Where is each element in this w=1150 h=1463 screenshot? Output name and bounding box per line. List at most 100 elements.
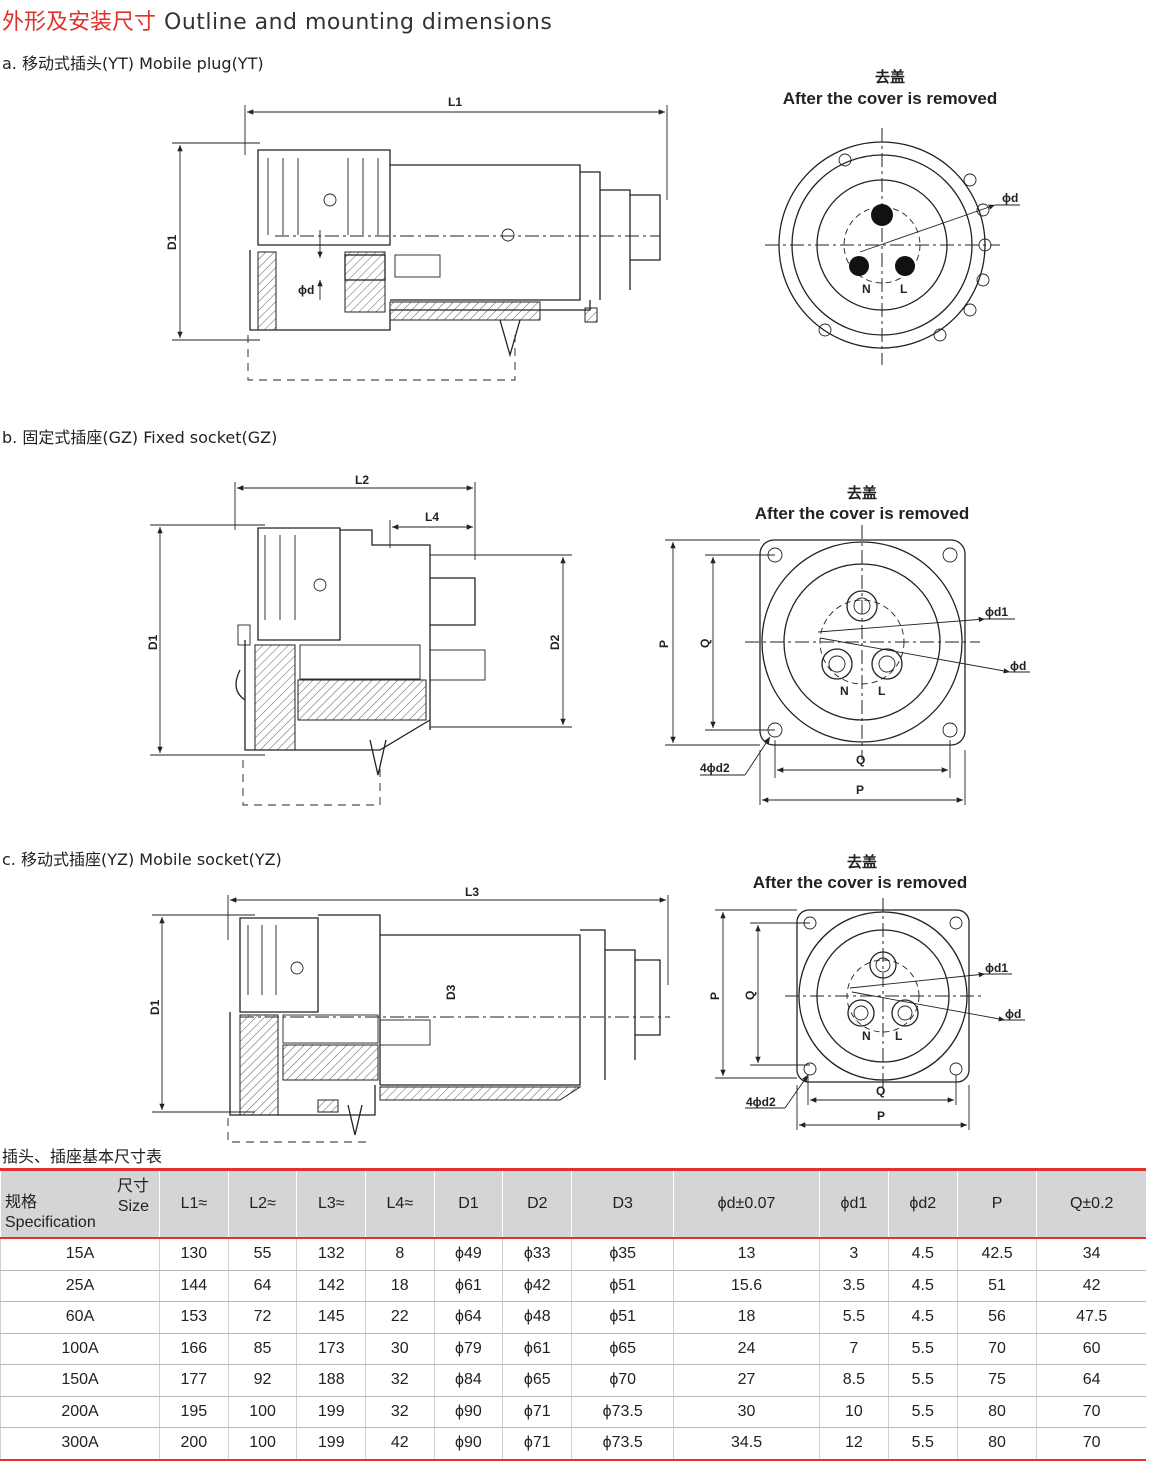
value-cell: ϕ90	[433, 1396, 503, 1428]
value-cell: 153	[159, 1301, 229, 1334]
value-cell: 34	[1036, 1238, 1146, 1271]
value-cell: 47.5	[1036, 1301, 1146, 1334]
corner-en-bottom: Specification	[5, 1214, 96, 1231]
value-cell: 100	[227, 1396, 297, 1428]
value-cell: ϕ33	[502, 1238, 572, 1271]
value-cell: 4.5	[887, 1238, 958, 1271]
corner-cn-bottom: 规格	[5, 1194, 38, 1211]
col-header: ϕd±0.07	[673, 1168, 820, 1239]
plug-side-view: L1 D1 ϕd	[165, 95, 668, 381]
value-cell: 75	[956, 1364, 1037, 1397]
dim-phi-d-b: ϕd	[1010, 659, 1026, 673]
value-cell: 3	[818, 1238, 889, 1271]
value-cell: ϕ71	[502, 1396, 572, 1428]
technical-drawings: L1 D1 ϕd 去盖 After the cover is removed	[146, 68, 1030, 1143]
pin-L-a: L	[900, 282, 907, 296]
value-cell: 80	[956, 1427, 1037, 1461]
value-cell: 130	[159, 1238, 229, 1271]
pin-L-c: L	[895, 1029, 902, 1043]
dim-phi-d1-b: ϕd1	[985, 605, 1008, 619]
value-cell: 8.5	[818, 1364, 889, 1397]
value-cell: ϕ61	[433, 1270, 503, 1302]
value-cell: 8	[365, 1238, 434, 1271]
value-cell: 85	[227, 1333, 297, 1365]
col-header: ϕd2	[887, 1168, 958, 1239]
value-cell: 56	[956, 1301, 1037, 1334]
spec-cell: 200A	[0, 1396, 160, 1428]
value-cell: 5.5	[818, 1301, 889, 1334]
value-cell: ϕ70	[571, 1364, 674, 1397]
col-header: L4≈	[365, 1168, 434, 1239]
value-cell: 55	[227, 1238, 297, 1271]
value-cell: 144	[159, 1270, 229, 1302]
value-cell: ϕ51	[571, 1301, 674, 1334]
value-cell: 32	[365, 1364, 434, 1397]
pin-N-c: N	[862, 1029, 871, 1043]
cover-en-b: After the cover is removed	[755, 504, 969, 523]
dim-Q-c-horz: Q	[876, 1084, 885, 1098]
value-cell: ϕ35	[571, 1238, 674, 1271]
dim-L2: L2	[355, 473, 369, 487]
spec-cell: 60A	[0, 1301, 160, 1334]
col-header: P	[956, 1168, 1037, 1239]
dim-D1-b: D1	[146, 634, 160, 650]
value-cell: 199	[296, 1427, 366, 1461]
col-header: L2≈	[227, 1168, 297, 1239]
corner-cn-top: 尺寸	[116, 1178, 149, 1195]
pin-N-b: N	[840, 684, 849, 698]
pin-L-b: L	[878, 684, 885, 698]
section-a-heading: a. 移动式插头(YT) Mobile plug(YT)	[2, 54, 264, 73]
value-cell: ϕ42	[502, 1270, 572, 1302]
value-cell: 100	[227, 1427, 297, 1461]
cover-cn-a: 去盖	[875, 68, 905, 86]
dim-L1: L1	[448, 95, 462, 109]
plug-front-view: 去盖 After the cover is removed N L ϕd	[765, 68, 1020, 365]
value-cell: 18	[673, 1301, 820, 1334]
spec-cell: 150A	[0, 1364, 160, 1397]
value-cell: 5.5	[887, 1364, 958, 1397]
dim-Q-b-horz: Q	[856, 753, 865, 767]
value-cell: 70	[1036, 1427, 1146, 1461]
value-cell: 42	[1036, 1270, 1146, 1302]
value-cell: 188	[296, 1364, 366, 1397]
dim-phi-d1-c: ϕd1	[985, 961, 1008, 975]
value-cell: 5.5	[887, 1396, 958, 1428]
value-cell: 3.5	[818, 1270, 889, 1302]
value-cell: 12	[818, 1427, 889, 1461]
pin-N-a: N	[862, 282, 871, 296]
dim-Q-b-vert: Q	[698, 639, 712, 648]
fixed-socket-front-view: 去盖 After the cover is removed N L ϕd1 ϕd…	[657, 484, 1030, 805]
mobile-socket-side-view: L3 D1 D3	[148, 885, 670, 1143]
value-cell: 70	[956, 1333, 1037, 1365]
value-cell: 34.5	[673, 1427, 820, 1461]
value-cell: 80	[956, 1396, 1037, 1428]
section-b-heading: b. 固定式插座(GZ) Fixed socket(GZ)	[2, 428, 278, 447]
value-cell: 173	[296, 1333, 366, 1365]
value-cell: ϕ73.5	[571, 1396, 674, 1428]
value-cell: 32	[365, 1396, 434, 1428]
spec-cell: 100A	[0, 1333, 160, 1365]
value-cell: ϕ71	[502, 1427, 572, 1461]
value-cell: ϕ73.5	[571, 1427, 674, 1461]
value-cell: 27	[673, 1364, 820, 1397]
dim-P-c-horz: P	[877, 1109, 885, 1123]
value-cell: 7	[818, 1333, 889, 1365]
value-cell: ϕ51	[571, 1270, 674, 1302]
value-cell: ϕ90	[433, 1427, 503, 1461]
dim-phi-d-a: ϕd	[298, 283, 314, 297]
cover-en-a: After the cover is removed	[783, 89, 997, 108]
corner-en-top: Size	[117, 1198, 149, 1215]
value-cell: 60	[1036, 1333, 1146, 1365]
value-cell: 92	[227, 1364, 297, 1397]
value-cell: 22	[365, 1301, 434, 1334]
dim-D2: D2	[548, 634, 562, 650]
cover-cn-c: 去盖	[847, 853, 877, 871]
value-cell: 64	[227, 1270, 297, 1302]
value-cell: 142	[296, 1270, 366, 1302]
corner-header: 尺寸 Size 规格 Specification	[0, 1168, 160, 1239]
